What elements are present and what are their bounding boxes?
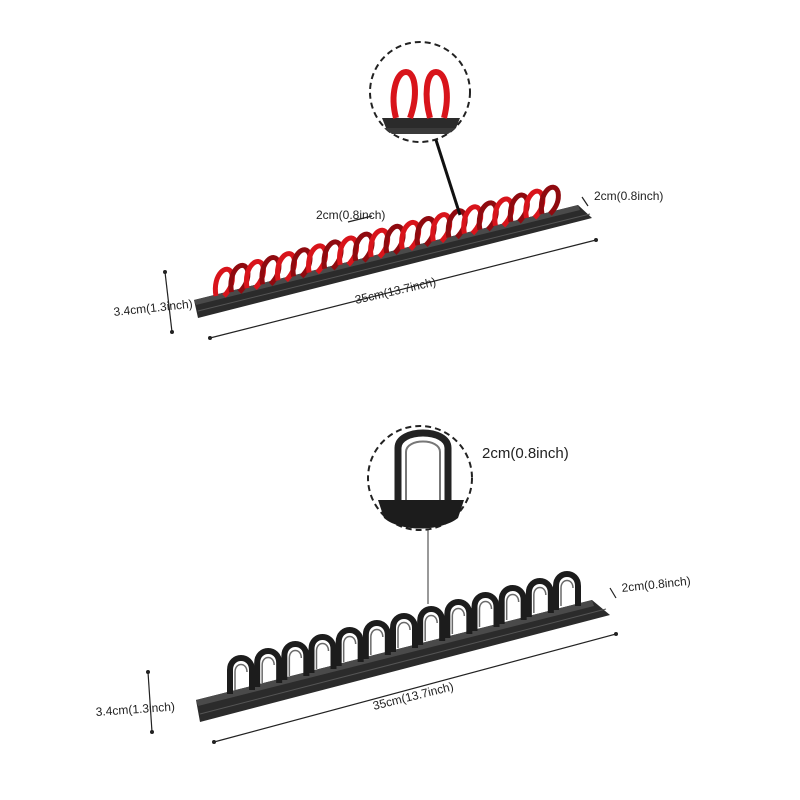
bottom-length-line bbox=[213, 633, 617, 743]
black-clip bbox=[525, 578, 554, 617]
top-magnifier-clip-left bbox=[390, 68, 418, 120]
top-height-dot-top bbox=[163, 270, 167, 274]
black-clip-highlight bbox=[505, 593, 520, 620]
top-rail-width-line bbox=[581, 196, 589, 207]
top-rail-groove bbox=[197, 213, 591, 312]
bottom-magnifier-rail bbox=[378, 500, 464, 529]
top-length-dot-left bbox=[208, 336, 212, 340]
black-clip-highlight bbox=[397, 621, 411, 648]
black-clip-highlight bbox=[261, 656, 275, 683]
bottom-rail-groove bbox=[199, 608, 607, 715]
bottom-black-clips bbox=[227, 571, 581, 694]
black-clip-highlight bbox=[560, 579, 574, 606]
top-magnifier-pointer bbox=[434, 139, 462, 216]
black-clip bbox=[308, 634, 337, 673]
black-clip-highlight bbox=[315, 642, 330, 669]
black-clip bbox=[417, 606, 446, 645]
black-clip bbox=[553, 571, 581, 610]
bottom-rail-product: 2cm(0.8inch) 2cm(0.8inch) 3.4cm(1.3inch)… bbox=[95, 425, 691, 744]
top-rail-width-label: 2cm(0.8inch) bbox=[594, 189, 663, 203]
bottom-height-label: 3.4cm(1.3inch) bbox=[95, 699, 175, 719]
black-clip-highlight bbox=[478, 600, 493, 627]
top-rail bbox=[194, 205, 592, 318]
top-detail-magnifier bbox=[369, 41, 471, 216]
top-magnifier-rail-teeth bbox=[384, 128, 456, 134]
bottom-length-dot-left bbox=[212, 740, 216, 744]
black-clip-highlight bbox=[342, 635, 357, 662]
black-clip bbox=[335, 627, 364, 666]
black-clip bbox=[390, 613, 418, 652]
top-rail-lip bbox=[194, 205, 580, 305]
bottom-height-dot-top bbox=[146, 670, 150, 674]
black-clip bbox=[254, 648, 283, 687]
bottom-clip-height-label: 2cm(0.8inch) bbox=[482, 445, 569, 462]
bottom-rail-lip bbox=[196, 600, 594, 706]
top-length-line bbox=[209, 239, 597, 339]
black-clip bbox=[444, 599, 473, 638]
black-clip-highlight bbox=[234, 663, 248, 690]
top-rail-product: 2cm(0.8inch) 2cm(0.8inch) 3.4cm(1.3inch)… bbox=[113, 41, 663, 340]
black-clip bbox=[362, 620, 391, 659]
bottom-magnifier-clip-highlight bbox=[405, 440, 441, 500]
top-length-label: 35cm(13.7inch) bbox=[354, 275, 438, 307]
bottom-length-dot-right bbox=[614, 632, 618, 636]
bottom-detail-magnifier bbox=[367, 425, 473, 604]
black-clip-highlight bbox=[370, 628, 384, 655]
black-clip-highlight bbox=[424, 614, 438, 641]
top-length-dot-right bbox=[594, 238, 598, 242]
top-clip-spacing-line bbox=[347, 215, 373, 223]
black-clip-highlight bbox=[288, 649, 303, 676]
bottom-magnifier-clip bbox=[394, 429, 452, 500]
bottom-length-label: 35cm(13.7inch) bbox=[371, 679, 455, 713]
bottom-rail-width-line bbox=[609, 587, 617, 599]
red-clip bbox=[538, 184, 561, 216]
black-clip bbox=[281, 641, 310, 680]
top-height-dot-bottom bbox=[170, 330, 174, 334]
black-clip bbox=[227, 655, 255, 694]
top-magnifier-clip-right bbox=[423, 68, 450, 119]
bottom-height-line bbox=[147, 671, 153, 733]
top-height-line bbox=[164, 271, 173, 333]
black-clip-highlight bbox=[451, 607, 466, 634]
top-height-label: 3.4cm(1.3inch) bbox=[113, 297, 193, 319]
top-magnifier-rail bbox=[382, 118, 460, 128]
black-clip-highlight bbox=[533, 586, 547, 613]
top-red-clips bbox=[212, 184, 561, 298]
top-clip-spacing-label: 2cm(0.8inch) bbox=[316, 208, 385, 222]
black-clip bbox=[471, 592, 500, 631]
black-clip bbox=[498, 585, 527, 624]
bottom-rail-width-label: 2cm(0.8inch) bbox=[621, 574, 691, 595]
bottom-height-dot-bottom bbox=[150, 730, 154, 734]
